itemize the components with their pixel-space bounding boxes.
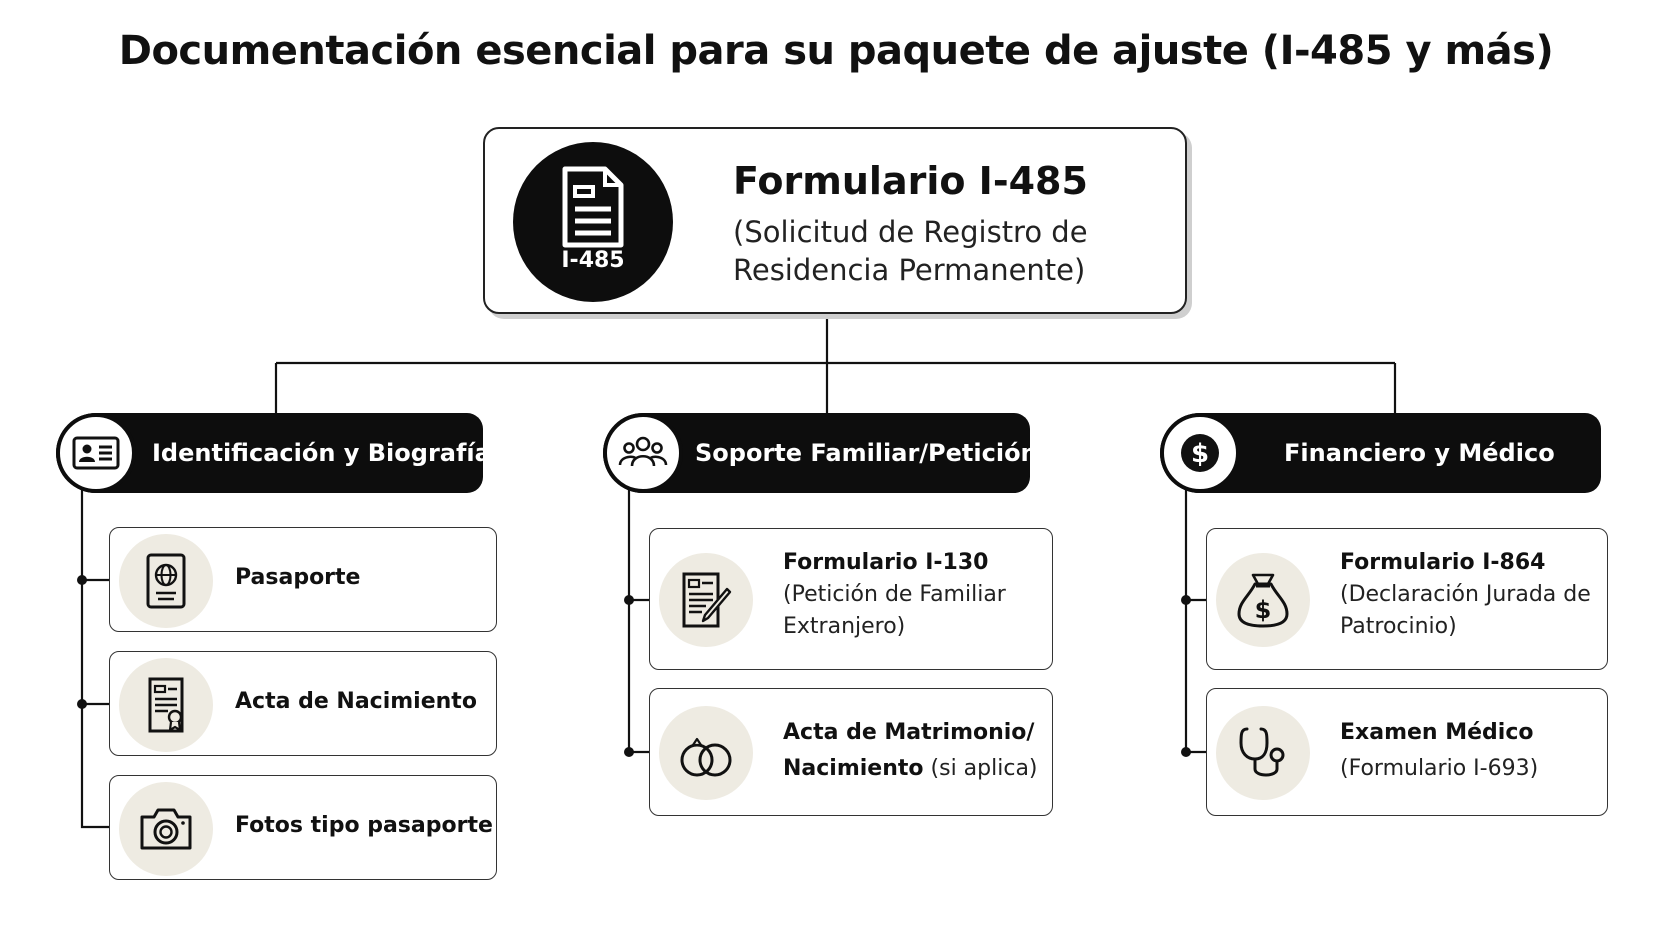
main-to-branches-line [274,316,1397,413]
doc-text: Formulario I-864 (Declaración Jurada de … [1340,547,1591,643]
main-form-badge: I-485 [513,142,673,302]
svg-text:$: $ [1255,596,1272,624]
doc-title: Fotos tipo pasaporte [235,813,493,838]
category-icon-circle [56,413,136,493]
page-title: Documentación esencial para su paquete d… [118,28,1554,74]
main-heading: Formulario I-485 [733,159,1088,203]
doc-icon-circle [119,782,213,876]
doc-detail: Extranjero) [783,614,906,639]
branch-line-familiar [627,490,649,754]
doc-card-examen-medico: Examen Médico (Formulario I-693) [1206,688,1608,816]
doc-title: Formulario I-130 [783,550,989,575]
category-identificacion: Identificación y Biografía [56,413,491,493]
doc-text: Acta de Matrimonio/ Nacimiento (si aplic… [783,715,1038,787]
doc-text: Pasaporte [235,562,360,594]
doc-text: Formulario I-130 (Petición de Familiar E… [783,547,1006,643]
doc-title: Formulario I-864 [1340,550,1546,575]
stethoscope-icon [1239,727,1285,777]
connector-dot [1181,595,1191,605]
certificate-icon [148,677,184,733]
doc-title: Pasaporte [235,565,361,590]
family-icon [618,436,668,467]
connector-dot [77,699,87,709]
main-subtitle: (Solicitud de Registro de Residencia Per… [733,213,1088,289]
branch-line-identificacion [80,490,110,829]
connector-dot [624,595,634,605]
branch-line-financiero [1184,490,1206,754]
doc-text: Examen Médico (Formulario I-693) [1340,715,1538,787]
main-subtitle-line: Residencia Permanente) [733,253,1086,287]
doc-icon-circle [659,553,753,647]
svg-text:$: $ [1191,439,1209,469]
doc-card-fotos: Fotos tipo pasaporte [109,775,497,880]
doc-detail: (Formulario I-693) [1340,756,1539,781]
doc-card-acta-matrimonio: Acta de Matrimonio/ Nacimiento (si aplic… [649,688,1053,816]
main-form-card: I-485 Formulario I-485 (Solicitud de Reg… [483,127,1187,314]
doc-title: Nacimiento [783,756,924,781]
document-icon [562,166,624,248]
camera-icon [140,808,192,850]
doc-icon-circle: $ [1216,553,1310,647]
category-familiar: Soporte Familiar/Petición [603,413,1038,493]
id-card-icon [72,436,120,470]
doc-icon-circle [659,706,753,800]
category-label: Soporte Familiar/Petición [695,439,1038,467]
dollar-icon: $ [1181,434,1219,472]
connector-dot [77,575,87,585]
connector-dot [624,747,634,757]
category-label: Financiero y Médico [1284,439,1555,467]
doc-icon-circle [119,658,213,752]
main-badge-label: I-485 [561,248,625,273]
doc-icon-circle [119,534,213,628]
category-icon-circle: $ [1160,413,1240,493]
doc-card-pasaporte: Pasaporte [109,527,497,632]
doc-icon-circle [1216,706,1310,800]
doc-detail: (Declaración Jurada de [1340,582,1591,607]
money-bag-icon: $ [1237,573,1289,628]
passport-icon [146,553,186,609]
form-pen-icon [682,572,732,628]
doc-detail: (si aplica) [930,756,1038,781]
doc-title: Acta de Nacimiento [235,689,477,714]
connector-dot [1181,747,1191,757]
rings-icon [680,737,732,777]
doc-text: Acta de Nacimiento [235,686,477,718]
doc-detail: Patrocinio) [1340,614,1457,639]
doc-card-i130: Formulario I-130 (Petición de Familiar E… [649,528,1053,670]
doc-title: Acta de Matrimonio/ [783,720,1035,745]
doc-text: Fotos tipo pasaporte [235,810,493,842]
doc-card-i864: $ Formulario I-864 (Declaración Jurada d… [1206,528,1608,670]
doc-card-acta-nacimiento: Acta de Nacimiento [109,651,497,756]
doc-detail: (Petición de Familiar [783,582,1006,607]
category-icon-circle [603,413,683,493]
main-subtitle-line: (Solicitud de Registro de [733,215,1088,249]
category-label: Identificación y Biografía [152,439,491,467]
category-financiero: $ Financiero y Médico [1160,413,1601,493]
doc-title: Examen Médico [1340,720,1534,745]
